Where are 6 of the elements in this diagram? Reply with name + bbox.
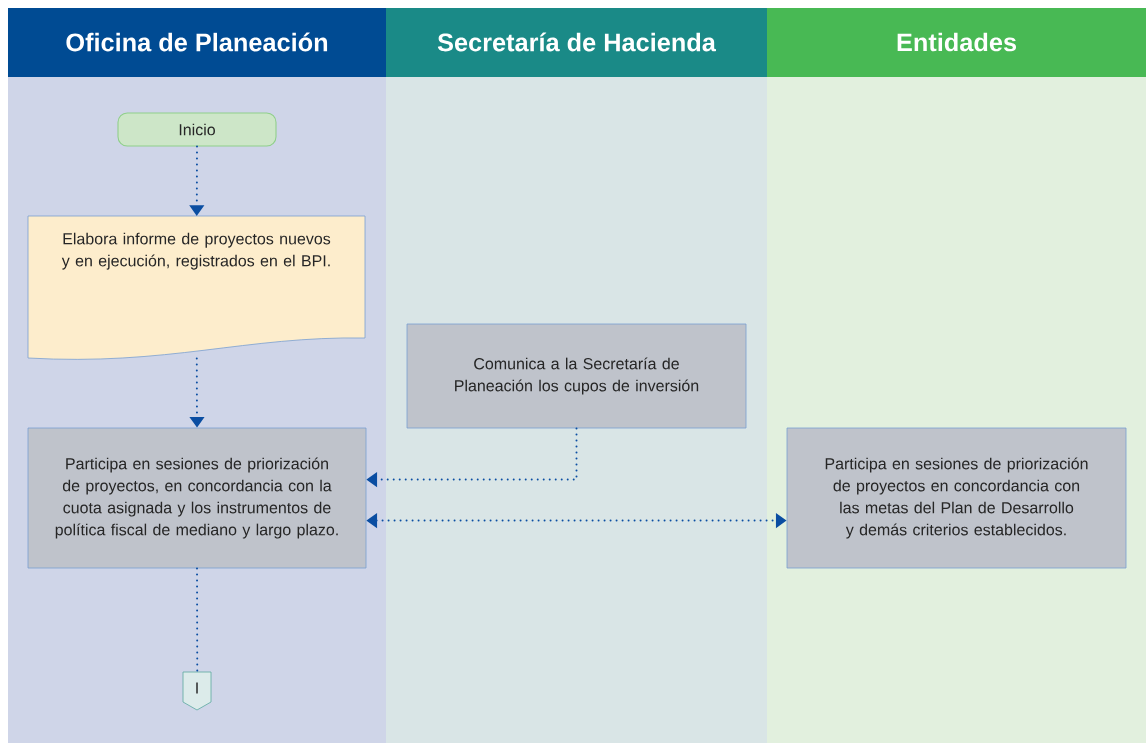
document-box: Elabora informe de proyectos nuevos y en ejecución, registrados en el BPI.	[27, 215, 366, 360]
start-terminal: Inicio	[117, 112, 277, 147]
process-box: Participa en sesiones de priorización de proyectos en concordancia con las metas del Plan de Desarrollo y demás criterios establecidos.	[786, 427, 1127, 569]
off-page-connector: I	[182, 671, 212, 711]
process-box: Comunica a la Secretaría de Planeación los cupos de inversión	[406, 323, 747, 429]
process-box: Participa en sesiones de priorización de proyectos, en concordancia con la cuota asignada y los instrumentos de política fiscal de mediano y largo plazo.	[27, 427, 367, 569]
